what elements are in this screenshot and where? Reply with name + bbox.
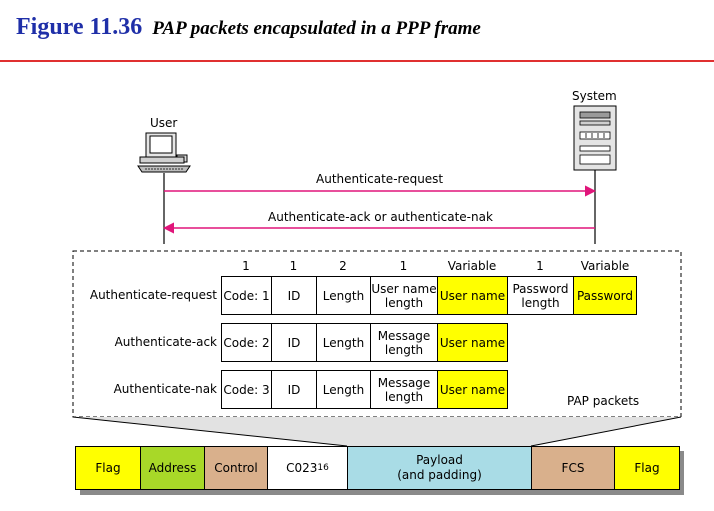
request-user-name-field: User name (437, 276, 508, 315)
nak-user-name-field: User name (437, 370, 508, 409)
figure-number: Figure 11.36 (16, 14, 143, 40)
size-password-length: 1 (536, 259, 544, 273)
request-row-label: Authenticate-request (89, 288, 217, 302)
ack-user-name-field: User name (437, 323, 508, 362)
size-name-length: 1 (399, 259, 408, 273)
ack-id-field: ID (271, 323, 317, 362)
request-password-field: Password (573, 276, 637, 315)
size-code: 1 (242, 259, 250, 273)
system-label: System (572, 89, 617, 103)
protocol-subscript: 16 (317, 462, 329, 473)
request-password-length-field: Password length (507, 276, 574, 315)
request-code-field: Code: 1 (221, 276, 272, 315)
size-password: Variable (580, 259, 630, 273)
frame-control: Control (204, 446, 268, 490)
frame-address: Address (140, 446, 205, 490)
frame-payload: Payload (and padding) (347, 446, 532, 490)
system-server-icon (573, 105, 617, 171)
request-user-name-length-field: User name length (370, 276, 438, 315)
request-id-field: ID (271, 276, 317, 315)
nak-id-field: ID (271, 370, 317, 409)
request-arrow-label: Authenticate-request (316, 172, 444, 186)
nak-length-field: Length (316, 370, 371, 409)
size-id: 1 (289, 259, 298, 273)
nak-row-label: Authenticate-nak (113, 382, 217, 396)
protocol-value: C023 (286, 460, 318, 475)
ack-code-field: Code: 2 (221, 323, 272, 362)
ack-row-label: Authenticate-ack (114, 335, 217, 349)
nak-message-length-field: Message length (370, 370, 438, 409)
figure-caption: PAP packets encapsulated in a PPP frame (152, 18, 481, 39)
user-computer-icon (137, 132, 191, 173)
user-label: User (150, 116, 178, 130)
frame-flag-start: Flag (75, 446, 141, 490)
size-user-name: Variable (447, 259, 497, 273)
ack-length-field: Length (316, 323, 371, 362)
pap-packets-label: PAP packets (567, 394, 640, 408)
request-length-field: Length (316, 276, 371, 315)
figure-title: Figure 11.36 PAP packets encapsulated in … (16, 14, 481, 41)
frame-flag-end: Flag (614, 446, 680, 490)
frame-fcs: FCS (531, 446, 615, 490)
size-length: 2 (339, 259, 347, 273)
reply-arrow-label: Authenticate-ack or authenticate-nak (268, 210, 493, 224)
encapsulation-funnel (73, 417, 681, 446)
title-rule (0, 60, 714, 62)
nak-code-field: Code: 3 (221, 370, 272, 409)
ack-message-length-field: Message length (370, 323, 438, 362)
